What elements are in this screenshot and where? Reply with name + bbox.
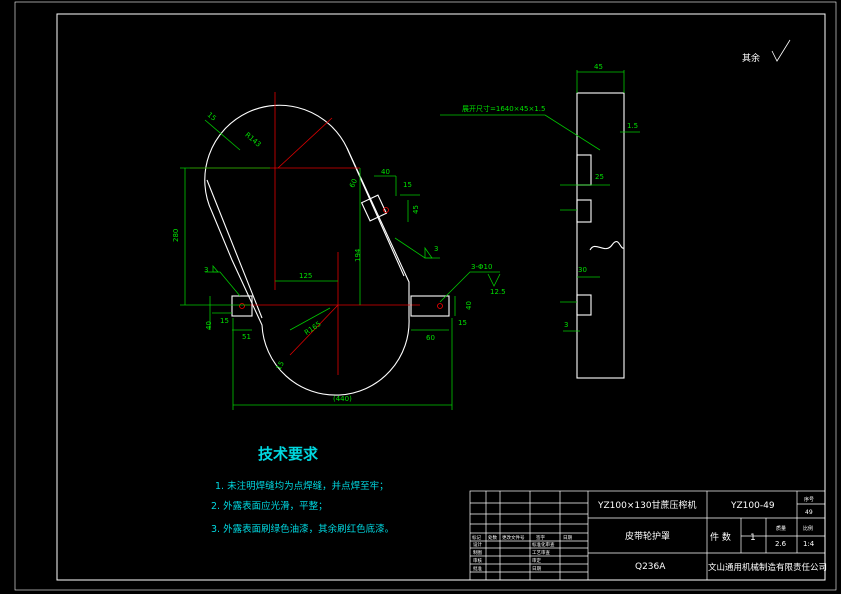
side-dim-25: 25	[595, 173, 604, 181]
tech-title: 技术要求	[258, 445, 319, 463]
sig-label-sign: 签字	[536, 534, 545, 541]
tech-item-2: 2. 外露表面应光滑，平整；	[211, 500, 328, 512]
top-bracket	[360, 194, 388, 222]
dim-60-right: 60	[426, 334, 435, 342]
roughness-label: 其余	[742, 52, 760, 64]
product-name: YZ100×130甘蔗压榨机	[597, 499, 697, 511]
tech-item-1: 1. 未注明焊缝均为点焊缝，并点焊至牢；	[215, 480, 389, 492]
dim-60: 60	[348, 178, 359, 189]
dim-40-right: 40	[465, 301, 473, 310]
weld-3-top: 3	[434, 245, 438, 253]
left-bracket-hole	[239, 303, 245, 309]
role-check: 审核	[473, 557, 482, 564]
role-approve: 批准	[473, 565, 482, 572]
side-view: 45 1.5 展开尺寸=1640×45×1.5 25 30 3	[440, 63, 640, 379]
role-draw: 制图	[473, 549, 482, 556]
developed-length: 展开尺寸=1640×45×1.5	[462, 104, 545, 113]
role-design: 设计	[473, 541, 482, 548]
dim-r165: R165	[303, 320, 323, 337]
dim-280: 280	[172, 229, 180, 242]
right-label-date: 日期	[532, 566, 541, 572]
tech-item-3: 3. 外露表面刷绿色油漆，其余刷红色底漆。	[211, 523, 394, 535]
sheet-number: 49	[805, 509, 813, 516]
sig-label-doc: 更改文件号	[502, 534, 525, 541]
scale-label: 比例	[803, 525, 813, 532]
guard-inner-edge-right	[346, 147, 405, 277]
side-dim-1-5: 1.5	[627, 122, 638, 130]
side-dim-30: 30	[578, 266, 587, 274]
dim-15-right: 15	[458, 319, 467, 327]
dim-12-5: 12.5	[490, 288, 506, 296]
dim-45: 45	[412, 205, 420, 214]
right-label-approve: 审定	[532, 557, 541, 564]
sig-label-date: 日期	[563, 535, 572, 541]
outer-border	[14, 1, 837, 591]
right-label-std: 标准化审查	[532, 541, 555, 548]
weight-value: 2.6	[775, 540, 787, 548]
roughness-symbol-icon	[771, 39, 791, 62]
dim-40-left: 40	[205, 321, 213, 330]
company-name: 文山通用机械制造有限责任公司	[708, 562, 827, 573]
dim-overall: (440)	[333, 395, 352, 403]
guard-outline	[204, 104, 410, 396]
side-profile	[576, 92, 625, 379]
material: Q236A	[635, 562, 666, 572]
drawing-number: YZ100-49	[730, 501, 775, 511]
dim-15-top: 15	[206, 111, 218, 123]
dim-15b: 15	[403, 181, 412, 189]
hole-note: 3-Φ10	[471, 263, 492, 271]
dim-125: 125	[299, 272, 312, 280]
front-view: 280 125 194 (440) R143 15 R165 15 40 15 …	[172, 92, 506, 410]
top-bracket-hole	[383, 207, 389, 213]
left-bracket	[231, 295, 253, 317]
guard-inner-edge	[206, 179, 263, 319]
dim-194: 194	[354, 248, 362, 262]
scale-value: 1:4	[803, 540, 815, 548]
dim-15-bottom: 15	[275, 360, 286, 372]
side-dim-45: 45	[594, 63, 603, 71]
sig-label-mark: 标记	[472, 534, 481, 541]
qty-label: 件 数	[710, 531, 731, 543]
dim-51: 51	[242, 333, 251, 341]
inner-border	[56, 13, 826, 581]
sig-label-count: 处数	[488, 534, 497, 541]
title-block: 标记 处数 更改文件号 签字 日期 设计 制图 审核 批准 标准化审查 工艺审查…	[469, 490, 827, 581]
right-bracket-hole	[437, 303, 443, 309]
weld-3-left: 3	[204, 266, 208, 274]
right-bracket	[410, 295, 450, 317]
mass-label: 质量	[776, 525, 786, 532]
side-dim-3: 3	[564, 321, 568, 329]
dim-40-top: 40	[381, 168, 390, 176]
qty-value: 1	[750, 533, 756, 543]
dim-15-left: 15	[220, 317, 229, 325]
dim-r143: R143	[243, 131, 262, 149]
sheet-label: 序号	[804, 496, 814, 503]
right-label-proc: 工艺审查	[532, 549, 550, 556]
part-name: 皮带轮护罩	[625, 530, 670, 542]
